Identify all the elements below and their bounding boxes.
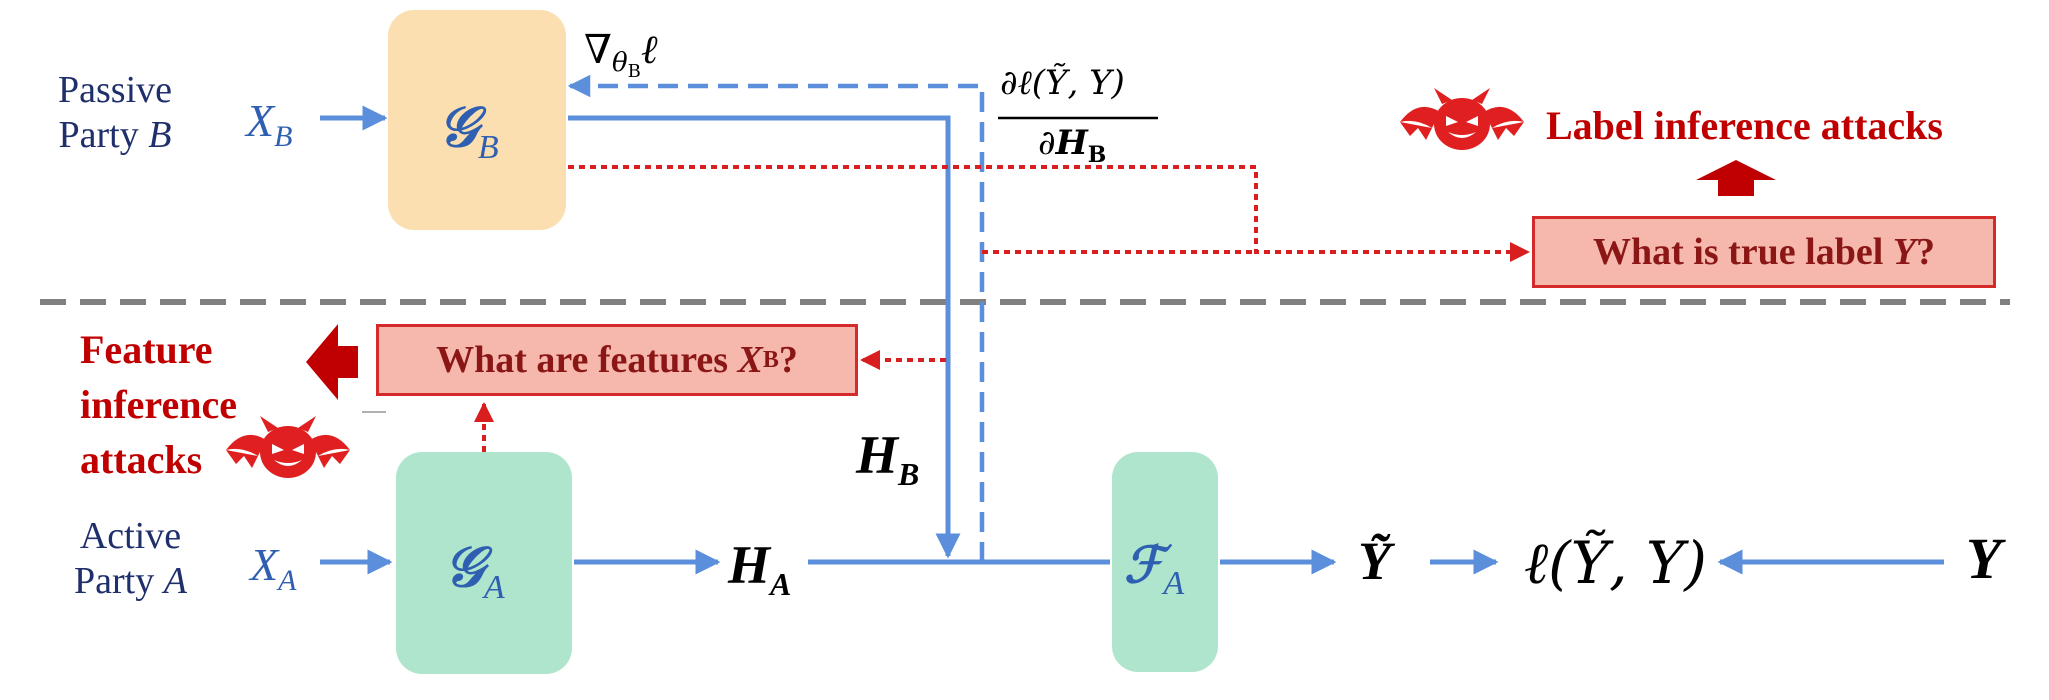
feature-question-prefix: What are features (436, 339, 729, 381)
grad-loss-symbol: ℓ (640, 27, 658, 73)
label-question-prefix: What is true label (1593, 231, 1884, 273)
gb-block (388, 10, 566, 230)
denominator-subscript: B (1087, 141, 1107, 168)
derivative-numerator: ∂ℓ(Ỹ, Y) (1000, 63, 1125, 103)
ga-symbol: 𝒢 (444, 537, 484, 599)
true-label-y: Y (1966, 526, 2002, 591)
ha-signal-label: HA (728, 538, 791, 600)
feature-inference-title: Feature inference attacks (80, 322, 237, 488)
gb-block-label: 𝒢B (438, 100, 499, 165)
feature-question-var: X (737, 339, 763, 381)
ytilde-label: Ỹ (1358, 531, 1391, 591)
hb-flow-line (568, 115, 961, 559)
fa-block-label: ℱA (1124, 540, 1184, 601)
active-party-line2: Party A (74, 559, 187, 604)
feature-question-suffix: ? (778, 339, 798, 381)
loss-label: ℓ(Ỹ, Y) (1524, 529, 1707, 597)
gradient-dashed-line (567, 74, 985, 562)
fa-block (1112, 452, 1218, 672)
active-party-prefix: Party (74, 559, 164, 602)
feature-attack-left-arrow (306, 324, 358, 400)
passive-party-prefix: Party (58, 113, 149, 156)
active-party-var: A (163, 559, 187, 602)
label-question-var: Y (1892, 231, 1916, 273)
ha-base: H (728, 535, 771, 595)
gb-to-label-question-dotted (568, 165, 1530, 262)
fa-subscript: A (1163, 565, 1185, 602)
ha-subscript: A (770, 566, 792, 602)
ga-block-label: 𝒢A (444, 540, 505, 605)
label-question-box: What is true label Y? (1532, 216, 1996, 288)
label-inference-title: Label inference attacks (1546, 103, 1943, 148)
feature-title-line3: attacks (80, 437, 203, 483)
nabla-symbol: ∇ (584, 27, 612, 73)
active-party-label: Active Party A (74, 514, 187, 604)
feature-question-subscript: B (762, 346, 779, 373)
hb-signal-label: HB (856, 428, 919, 490)
label-question-suffix: ? (1916, 231, 1935, 273)
ga-block (396, 452, 572, 674)
gb-subscript: B (477, 129, 499, 166)
feature-title-line1: Feature (80, 327, 213, 372)
derivative-denominator: ∂HB (1038, 126, 1106, 166)
denominator-base: H (1055, 123, 1088, 163)
xb-input-label: XB (246, 98, 292, 152)
theta-symbol: θ (611, 48, 628, 78)
passive-party-line1: Passive (58, 69, 172, 111)
hb-subscript: B (898, 456, 920, 492)
gradient-label: ∇θBℓ (584, 30, 658, 81)
label-attack-up-arrow (1696, 160, 1776, 196)
ga-subscript: A (483, 569, 505, 606)
partial-symbol: ∂ (1038, 123, 1056, 163)
devil-icon (226, 416, 350, 478)
passive-party-line2: Party B (58, 113, 172, 158)
xa-input-label: XA (250, 542, 296, 596)
gb-symbol: 𝒢 (438, 97, 478, 159)
passive-party-label: Passive Party B (58, 68, 172, 158)
passive-party-var: B (148, 113, 172, 156)
xa-base: X (250, 539, 279, 590)
fa-symbol: ℱ (1124, 537, 1164, 593)
devil-icon (1400, 88, 1524, 150)
xb-subscript: B (274, 120, 293, 153)
active-party-line1: Active (79, 515, 182, 557)
hb-base: H (856, 425, 899, 485)
xa-subscript: A (278, 564, 297, 597)
xb-base: X (246, 95, 275, 146)
feature-title-line2: inference (80, 382, 237, 428)
theta-subscript: B (627, 61, 641, 82)
